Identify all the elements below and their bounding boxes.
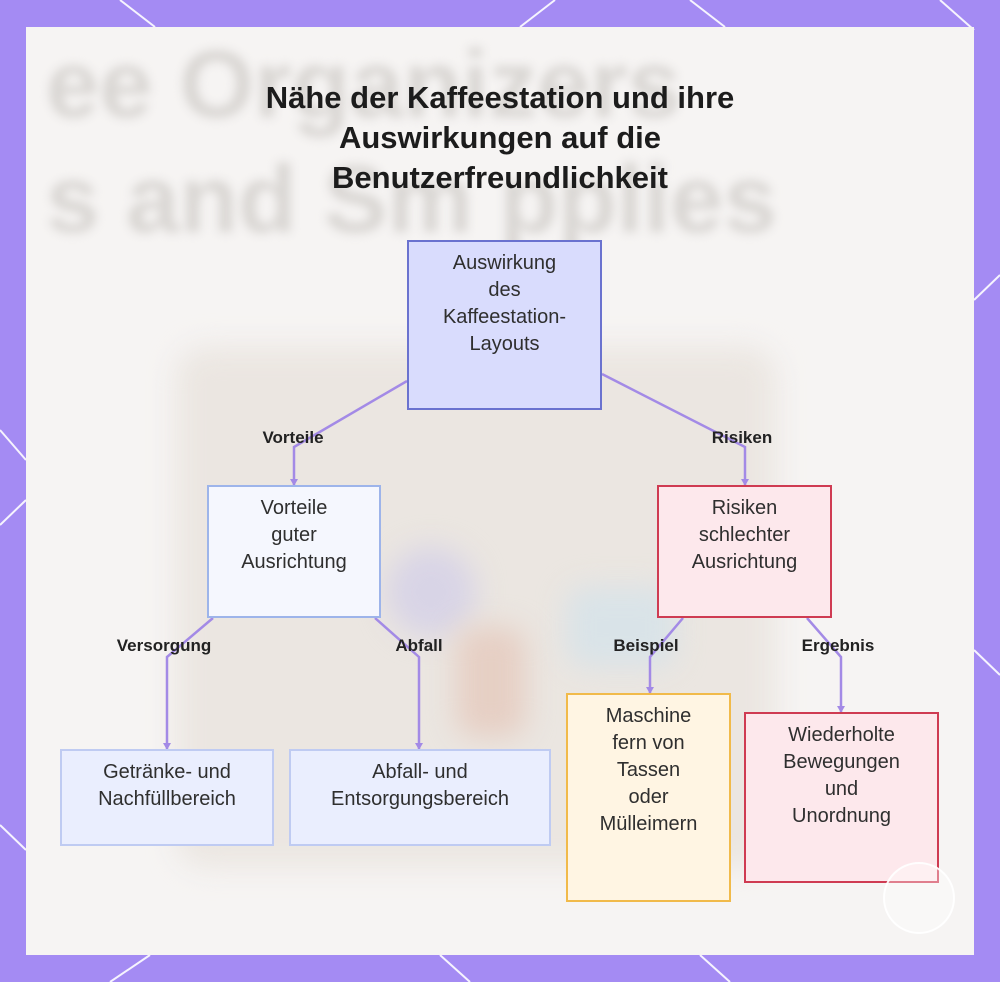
- background-photo-shape: [386, 547, 476, 637]
- node-risks-label: Risiken schlechter Ausrichtung: [691, 497, 798, 573]
- edge-label-abfall: Abfall: [395, 636, 443, 655]
- node-waste-area: Abfall- und Entsorgungsbereich: [289, 749, 551, 846]
- arrowhead: [290, 479, 298, 486]
- edge-label-versorgung: Versorgung: [116, 636, 212, 655]
- edge-label-risiken: Risiken: [711, 428, 773, 447]
- arrowhead: [163, 743, 171, 750]
- node-supply-area: Getränke- und Nachfüllbereich: [60, 749, 274, 846]
- edge-label-beispiel: Beispiel: [613, 636, 679, 655]
- node-machine-far-label: Maschine fern von Tassen oder Mülleimern: [599, 705, 698, 835]
- node-root: Auswirkung des Kaffeestation- Layouts: [407, 240, 602, 410]
- edge-advantages-supply: [165, 617, 214, 749]
- node-machine-far: Maschine fern von Tassen oder Mülleimern: [566, 693, 731, 902]
- diagram-title: Nähe der Kaffeestation und ihre Auswirku…: [265, 80, 735, 195]
- arrowhead: [837, 706, 845, 713]
- edge-advantages-waste: [374, 617, 421, 749]
- arrowhead: [646, 687, 654, 694]
- edge-risks-example: [648, 617, 684, 693]
- logo-watermark: [883, 862, 955, 934]
- edge-risks-result: [806, 617, 843, 712]
- background-photo-shape: [456, 627, 526, 737]
- node-advantages-label: Vorteile guter Ausrichtung: [241, 497, 347, 573]
- edge-root-risks: [601, 372, 747, 485]
- background-watermark-text: ee Organizers s and Sm pplies: [46, 31, 777, 253]
- edge-root-advantages: [292, 379, 408, 485]
- edge-label-vorteile: Vorteile: [262, 428, 324, 447]
- edge-label-ergebnis: Ergebnis: [801, 636, 875, 655]
- node-supply-area-label: Getränke- und Nachfüllbereich: [98, 761, 236, 810]
- arrowhead: [415, 743, 423, 750]
- node-advantages: Vorteile guter Ausrichtung: [207, 485, 381, 618]
- node-root-label: Auswirkung des Kaffeestation- Layouts: [442, 252, 567, 355]
- node-repeated-moves-label: Wiederholte Bewegungen und Unordnung: [783, 724, 900, 827]
- node-repeated-moves: Wiederholte Bewegungen und Unordnung: [744, 712, 939, 883]
- node-waste-area-label: Abfall- und Entsorgungsbereich: [331, 761, 509, 810]
- node-risks: Risiken schlechter Ausrichtung: [657, 485, 832, 618]
- arrowhead: [741, 479, 749, 486]
